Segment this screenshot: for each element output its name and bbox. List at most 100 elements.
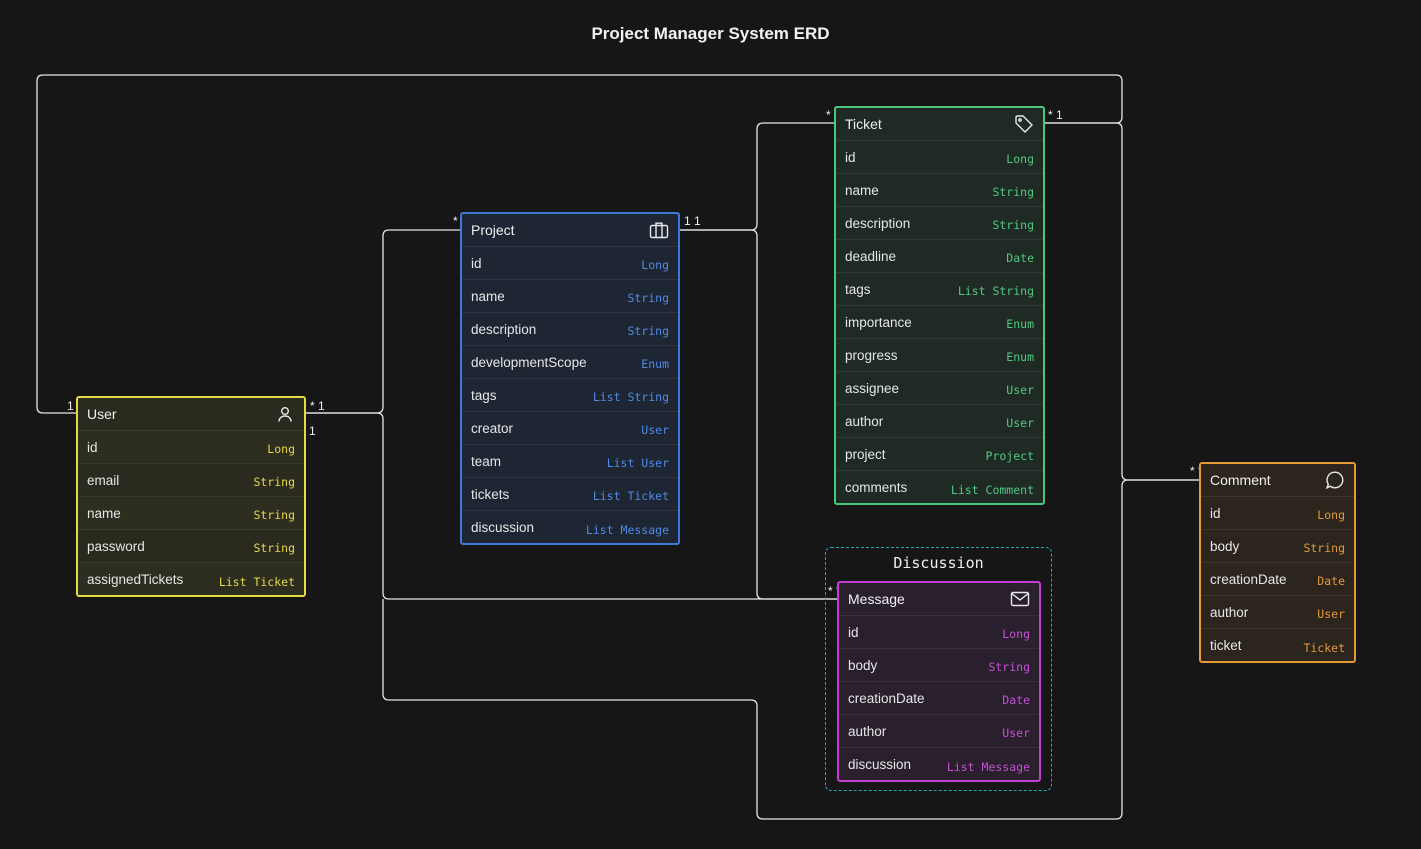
connector-project-ticket xyxy=(679,122,835,231)
field-name: name xyxy=(87,505,121,521)
field-type: Long xyxy=(641,258,669,272)
field-name: password xyxy=(87,538,145,554)
field-name: name xyxy=(471,288,505,304)
connector-user-project xyxy=(305,229,461,414)
field-type: User xyxy=(1317,607,1345,621)
field-name: tags xyxy=(845,281,871,297)
field-name: body xyxy=(1210,538,1240,554)
entity-project-field-row[interactable]: team List User xyxy=(462,445,678,478)
field-name: team xyxy=(471,453,502,469)
field-type: List Ticket xyxy=(218,574,295,589)
field-name: id xyxy=(87,439,98,455)
field-name: developmentScope xyxy=(471,354,587,370)
field-name: creationDate xyxy=(848,690,925,706)
discussion-group[interactable]: Discussion xyxy=(825,547,1052,791)
entity-message-title: Message xyxy=(848,591,905,607)
field-type: Ticket xyxy=(1303,640,1345,655)
field-name: assignee xyxy=(845,380,900,396)
user-icon xyxy=(274,403,296,425)
entity-comment-title: Comment xyxy=(1210,472,1271,488)
entity-user-title: User xyxy=(87,406,117,422)
entity-message-field-row[interactable]: body String xyxy=(839,649,1039,682)
entity-ticket-title: Ticket xyxy=(845,116,882,132)
field-type: User xyxy=(1006,383,1034,397)
entity-project-field-row[interactable]: name String xyxy=(462,280,678,313)
field-name: author xyxy=(845,413,884,429)
entity-ticket-field-row[interactable]: author User xyxy=(836,405,1043,438)
entity-ticket-field-row[interactable]: name String xyxy=(836,174,1043,207)
field-type: String xyxy=(627,291,669,305)
field-name: comments xyxy=(845,480,908,495)
field-type: Date xyxy=(1006,251,1034,265)
connector-project-message xyxy=(679,229,837,600)
connector-user-comment xyxy=(382,479,1200,820)
entity-project-field-row[interactable]: tags List String xyxy=(462,379,678,412)
entity-user-field-row[interactable]: name String xyxy=(78,497,304,530)
multiplicity-ticket-left: * xyxy=(826,108,831,122)
multiplicity-project-left: * xyxy=(453,214,458,228)
field-type: List String xyxy=(592,390,669,404)
entity-ticket-header[interactable]: Ticket xyxy=(836,108,1043,141)
field-type: List User xyxy=(606,456,669,470)
entity-project-header[interactable]: Project xyxy=(462,214,678,247)
entity-user-field-row[interactable]: assignedTickets List Ticket xyxy=(78,563,304,595)
diagram-title: Project Manager System ERD xyxy=(591,24,830,43)
field-type: User xyxy=(641,423,669,437)
field-name: discussion xyxy=(848,757,912,772)
field-name: email xyxy=(87,472,120,488)
entity-ticket-field-row[interactable]: assignee User xyxy=(836,372,1043,405)
entity-message-header[interactable]: Message xyxy=(839,583,1039,616)
field-type: Date xyxy=(1317,574,1345,588)
field-name: tags xyxy=(471,387,497,403)
field-name: description xyxy=(845,215,911,231)
entity-comment-header[interactable]: Comment xyxy=(1201,464,1354,497)
entity-project-field-row[interactable]: creator User xyxy=(462,412,678,445)
field-type: String xyxy=(988,660,1030,674)
briefcase-icon xyxy=(648,219,670,241)
entity-user-header[interactable]: User xyxy=(78,398,304,431)
field-name: assignedTickets xyxy=(87,572,184,587)
field-type: String xyxy=(992,185,1034,199)
field-name: creator xyxy=(471,420,514,436)
field-name: body xyxy=(848,657,878,673)
field-type: Enum xyxy=(1006,317,1034,331)
speech-bubble-icon xyxy=(1324,469,1346,491)
field-name: tickets xyxy=(471,486,510,502)
field-type: String xyxy=(253,508,295,522)
field-name: id xyxy=(845,149,856,165)
field-type: User xyxy=(1006,416,1034,430)
field-name: name xyxy=(845,182,879,198)
